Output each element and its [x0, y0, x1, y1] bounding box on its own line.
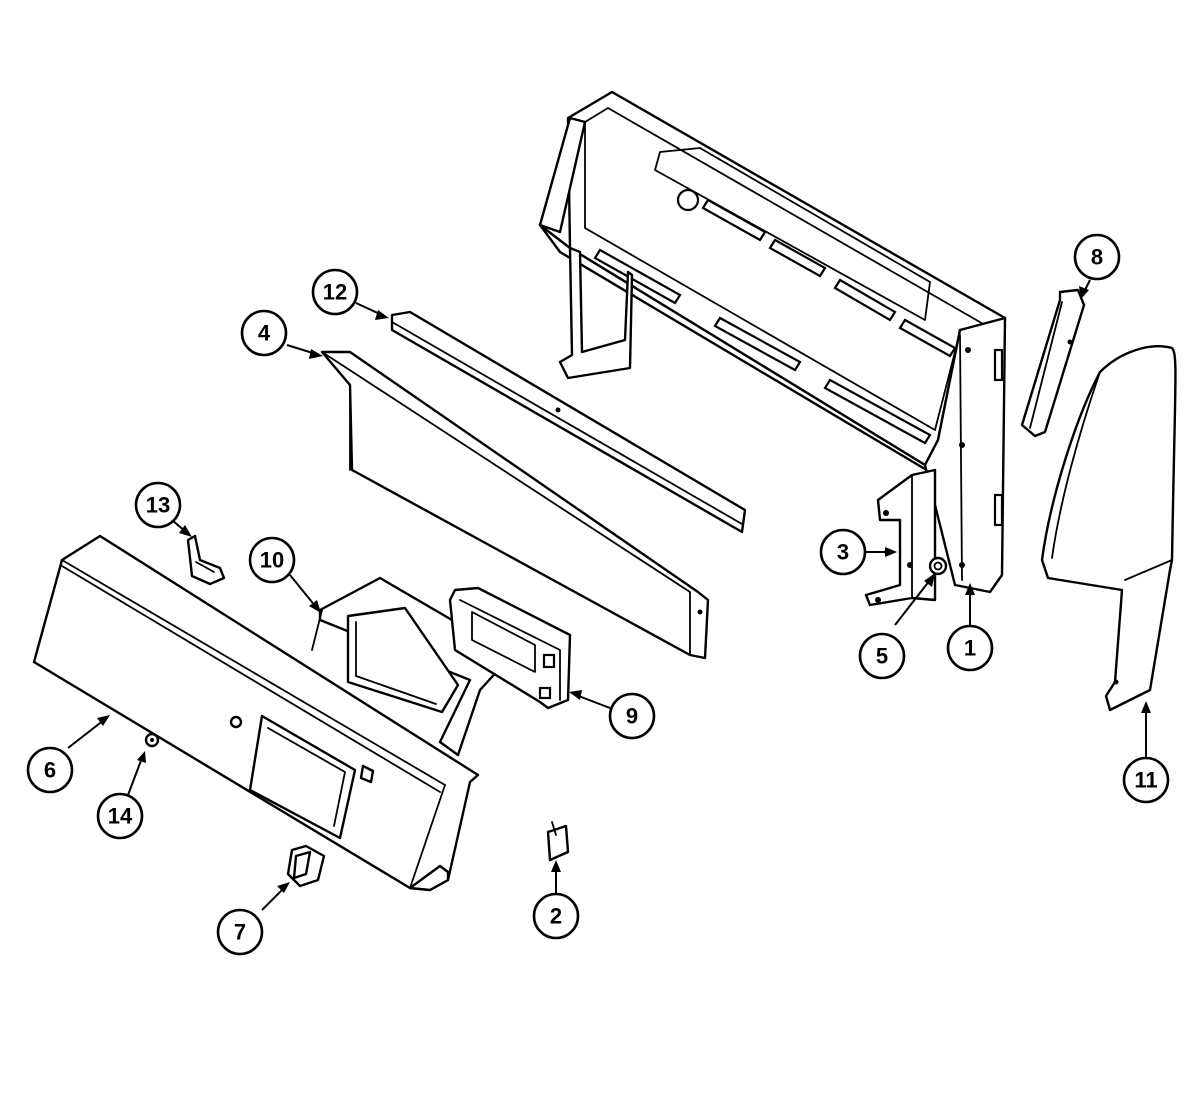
- callout-8: 8: [1073, 233, 1121, 281]
- part-3-side-bracket: [864, 468, 937, 607]
- callout-1: 1: [946, 624, 994, 672]
- callout-4: 4: [240, 309, 288, 357]
- callout-label-10: 10: [260, 548, 284, 573]
- callout-label-13: 13: [146, 493, 170, 518]
- callout-label-14: 14: [108, 804, 133, 829]
- callout-2: 2: [532, 892, 580, 940]
- callout-5: 5: [858, 632, 906, 680]
- part-2-small-clip: [546, 821, 570, 862]
- callout-9: 9: [608, 692, 656, 740]
- part-13-clip: [186, 534, 226, 586]
- callout-12: 12: [311, 268, 359, 316]
- part-11-end-cap: [1040, 345, 1177, 712]
- part-8-end-trim: [1020, 288, 1086, 438]
- callout-label-11: 11: [1134, 768, 1157, 793]
- callout-label-8: 8: [1091, 245, 1103, 270]
- callout-label-6: 6: [44, 758, 56, 783]
- callout-label-1: 1: [964, 636, 976, 661]
- part-6-control-panel: [32, 534, 480, 892]
- callout-label-5: 5: [876, 644, 888, 669]
- part-7-switch: [286, 844, 326, 888]
- leader-lines: [67, 279, 1151, 911]
- callout-13: 13: [134, 481, 182, 529]
- callout-3: 3: [819, 528, 867, 576]
- part-14-screw: [144, 732, 160, 748]
- callout-label-9: 9: [626, 704, 638, 729]
- callout-label-2: 2: [550, 904, 562, 929]
- callout-label-3: 3: [837, 540, 849, 565]
- callout-14: 14: [96, 792, 144, 840]
- part-1-rear-frame: [538, 90, 1007, 594]
- callout-6: 6: [26, 746, 74, 794]
- part-10-bezel: [311, 576, 514, 757]
- callout-11: 11: [1122, 756, 1170, 804]
- part-12-strip: [390, 310, 747, 534]
- part-9-control-board: [448, 586, 572, 710]
- callout-label-4: 4: [258, 321, 271, 346]
- callout-7: 7: [216, 908, 264, 956]
- callout-label-12: 12: [323, 280, 347, 305]
- part-4-backguard-panel: [320, 350, 710, 660]
- callout-10: 10: [248, 536, 296, 584]
- part-5-grommet: [928, 556, 948, 576]
- callout-label-7: 7: [234, 920, 246, 945]
